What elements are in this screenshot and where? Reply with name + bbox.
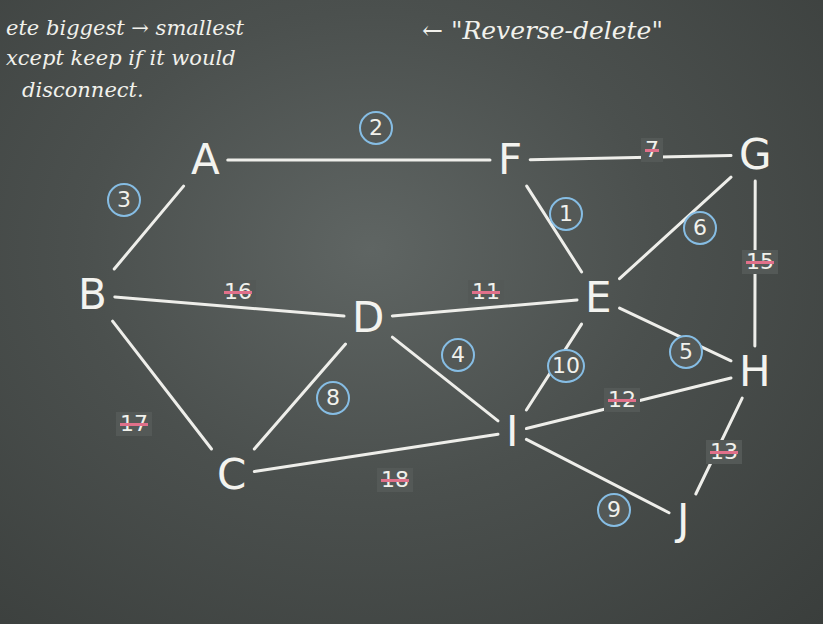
deleted-weight: 13 bbox=[706, 440, 742, 464]
graph-edge bbox=[254, 434, 498, 471]
chalk-note: xcept keep if it would bbox=[6, 46, 236, 70]
vertex-letter: J bbox=[677, 495, 689, 544]
kept-weight: 3 bbox=[107, 183, 141, 217]
graph-edge bbox=[620, 177, 731, 279]
kept-weight: 2 bbox=[359, 111, 393, 145]
kept-weight: 5 bbox=[669, 335, 703, 369]
deleted-weight: 11 bbox=[468, 280, 504, 304]
graph-edge bbox=[228, 159, 490, 162]
vertex-letter: I bbox=[506, 407, 518, 456]
graph-edge bbox=[530, 156, 731, 160]
deleted-weight: 18 bbox=[377, 468, 413, 492]
kept-weight: 6 bbox=[683, 211, 717, 245]
graph-edge bbox=[526, 378, 731, 429]
deleted-weight: 12 bbox=[604, 388, 640, 412]
vertex-letter: A bbox=[191, 135, 220, 184]
graph-vertex: F bbox=[492, 136, 528, 184]
graph-vertex: C bbox=[211, 451, 252, 499]
vertex-letter: E bbox=[585, 273, 612, 322]
graph-vertex: H bbox=[733, 348, 777, 396]
graph-vertex: B bbox=[72, 271, 113, 319]
graph-edge bbox=[113, 321, 212, 449]
kept-weight: 4 bbox=[441, 338, 475, 372]
deleted-weight: 16 bbox=[220, 280, 256, 304]
deleted-weight: 15 bbox=[742, 250, 778, 274]
chalk-note: ete biggest → smallest bbox=[6, 16, 244, 40]
deleted-weight: 17 bbox=[116, 412, 152, 436]
graph-vertex: A bbox=[185, 136, 226, 184]
graph-edge bbox=[392, 337, 498, 421]
chalk-note: ← "Reverse-delete" bbox=[422, 16, 663, 45]
vertex-letter: C bbox=[217, 450, 246, 499]
vertex-letter: B bbox=[78, 270, 107, 319]
kept-weight: 9 bbox=[597, 493, 631, 527]
kept-weight: 1 bbox=[549, 197, 583, 231]
graph-vertex: E bbox=[579, 274, 618, 322]
deleted-weight: 7 bbox=[641, 138, 663, 162]
vertex-letter: H bbox=[739, 347, 771, 396]
graph-vertex: J bbox=[671, 496, 695, 544]
graph-vertex: I bbox=[500, 408, 524, 456]
graph-vertex: D bbox=[346, 294, 390, 342]
vertex-letter: G bbox=[739, 130, 772, 179]
chalk-note: disconnect. bbox=[22, 78, 144, 102]
graph-edge bbox=[696, 398, 742, 494]
kept-weight: 8 bbox=[316, 381, 350, 415]
kept-weight: 10 bbox=[547, 349, 585, 383]
vertex-letter: D bbox=[352, 293, 384, 342]
graph-vertex: G bbox=[733, 131, 778, 179]
vertex-letter: F bbox=[498, 135, 522, 184]
